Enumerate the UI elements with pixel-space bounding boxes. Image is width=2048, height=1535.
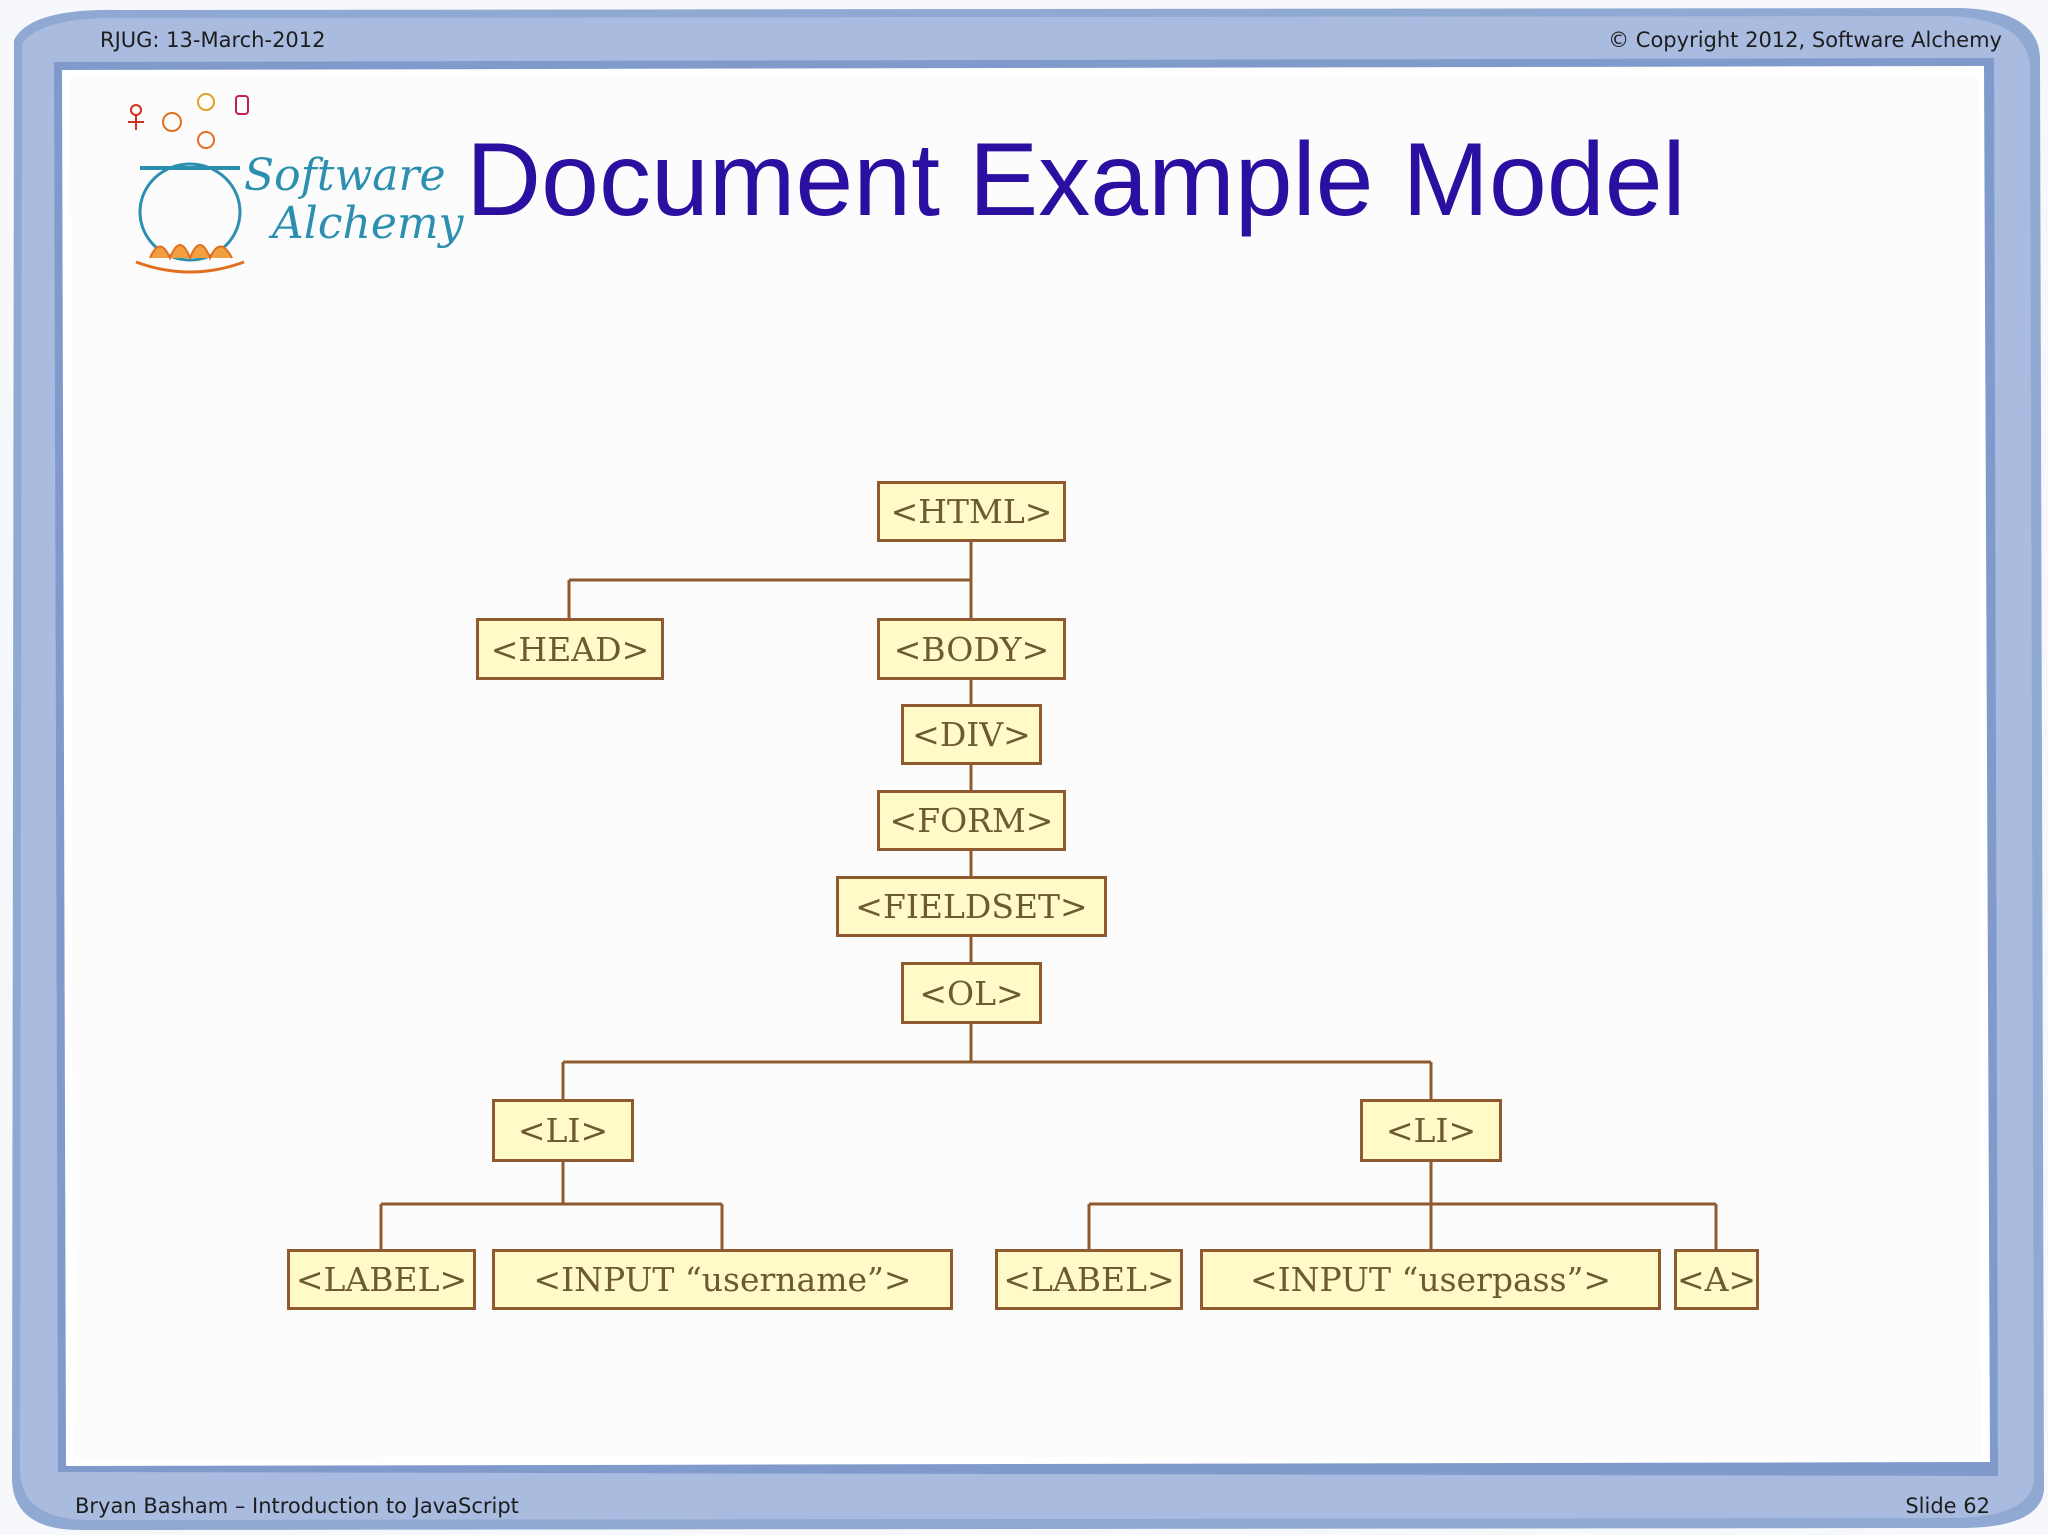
edge-ol-li: [561, 1023, 1433, 1099]
node-li-right: <LI>: [1360, 1099, 1502, 1162]
node-li-left: <LI>: [492, 1099, 634, 1162]
node-label-left: <LABEL>: [287, 1249, 476, 1310]
node-input-userpass: <INPUT “userpass”>: [1200, 1249, 1661, 1310]
footer-slide-number: Slide 62: [1905, 1494, 1990, 1518]
cauldron-logo-icon: [128, 93, 249, 274]
node-head: <HEAD>: [476, 618, 664, 680]
node-form: <FORM>: [877, 790, 1066, 851]
edge-html-head: [567, 578, 971, 618]
node-label-right: <LABEL>: [995, 1249, 1183, 1310]
header-copyright: © Copyright 2012, Software Alchemy: [1608, 28, 2002, 52]
node-html: <HTML>: [877, 481, 1066, 542]
footer-author: Bryan Basham – Introduction to JavaScrip…: [75, 1494, 519, 1518]
node-fieldset: <FIELDSET>: [836, 876, 1107, 937]
node-ol: <OL>: [901, 962, 1042, 1024]
edge-li-right-children: [1087, 1161, 1718, 1249]
node-input-username: <INPUT “username”>: [492, 1249, 953, 1310]
header-date: RJUG: 13-March-2012: [100, 28, 326, 52]
node-body: <BODY>: [877, 618, 1066, 680]
logo-text-alchemy: Alchemy: [272, 198, 464, 249]
slide-title: Document Example Model: [466, 122, 1686, 238]
logo-text-software: Software: [244, 150, 446, 201]
edge-li-left-children: [379, 1161, 724, 1249]
node-anchor: <A>: [1674, 1249, 1759, 1310]
node-div: <DIV>: [901, 704, 1042, 765]
